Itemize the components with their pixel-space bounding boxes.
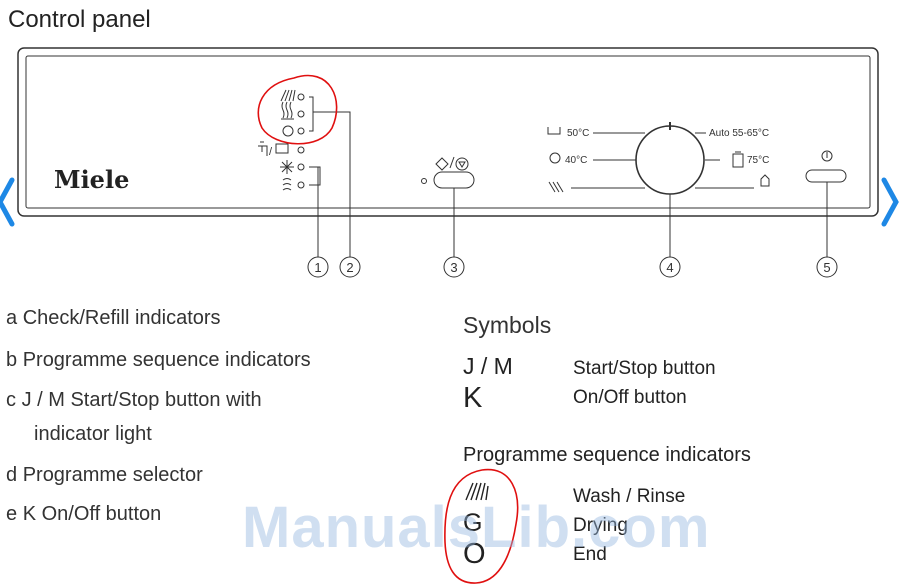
legend-item-c-cont: indicator light: [34, 423, 152, 445]
tap-salt-icon: /: [258, 141, 289, 158]
sequence-led-2: [297, 110, 305, 118]
start-stop-group: [421, 156, 475, 257]
callout-5-label: 5: [823, 260, 830, 275]
wash-rinse-icon: [280, 89, 296, 102]
callout-3-label: 3: [450, 260, 457, 275]
callout-4: [659, 256, 681, 278]
legend-item-d: d Programme selector: [6, 464, 203, 486]
check-led-1: [297, 146, 305, 154]
end-icon: [282, 125, 294, 137]
wash-rinse-icon: [465, 482, 489, 501]
sequence-desc-drying: Drying: [573, 515, 628, 536]
economy-icon: [549, 152, 561, 164]
callout-2-label: 2: [346, 260, 353, 275]
rinse-icon: [548, 181, 564, 193]
callout-4-label: 4: [666, 260, 673, 275]
legend-item-e: e K On/Off button: [6, 503, 162, 525]
callout-3: [443, 256, 465, 278]
svg-text:/: /: [269, 146, 273, 158]
universal-icon: [547, 127, 561, 135]
sequence-key-drying: G: [463, 509, 483, 537]
control-panel-diagram: Miele /: [17, 47, 879, 278]
selector-label-50: 50°C: [567, 128, 589, 139]
filter-icon: [282, 178, 292, 191]
rinse-aid-icon: [280, 160, 294, 174]
start-stop-led: [421, 178, 427, 184]
legend-item-b: b Programme sequence indicators: [6, 349, 311, 371]
legend-item-a: a Check/Refill indicators: [6, 307, 221, 329]
symbol-desc-on-off: On/Off button: [573, 387, 687, 408]
check-led-2: [297, 163, 305, 171]
selector-label-auto: Auto 55-65°C: [709, 128, 769, 139]
symbols-title: Symbols: [463, 312, 552, 338]
drying-icon: [281, 101, 294, 120]
selector-label-40: 40°C: [565, 155, 587, 166]
callout-1-label: 1: [314, 260, 321, 275]
watermark: ManualsLib.com: [242, 495, 711, 560]
annotation-circle-bottom: [444, 468, 519, 584]
callout-1: [307, 256, 329, 278]
pots-icon: [732, 151, 744, 168]
annotation-circle-top: [257, 74, 338, 145]
page-title: Control panel: [8, 6, 151, 33]
legend-item-c: c J / M Start/Stop button with: [6, 389, 262, 411]
check-led-3: [297, 181, 305, 189]
programme-selector: [547, 122, 770, 257]
symbol-desc-start-stop: Start/Stop button: [573, 358, 716, 379]
callout-5: [816, 256, 838, 278]
sequence-led-3: [297, 127, 305, 135]
sequence-title: Programme sequence indicators: [463, 444, 751, 466]
stop-icon: [455, 157, 469, 171]
symbol-key-start-stop: J / M: [463, 353, 513, 379]
pre-wash-icon: [760, 174, 770, 187]
power-icon: [821, 150, 833, 162]
sequence-indicators: [280, 89, 351, 257]
sequence-led-1: [297, 93, 305, 101]
sequence-key-end: O: [463, 538, 486, 570]
start-icon: [435, 157, 449, 171]
panel-inner-outline: [25, 55, 871, 209]
callout-2: [339, 256, 361, 278]
sequence-desc-wash: Wash / Rinse: [573, 486, 686, 507]
check-refill-indicators: /: [258, 141, 321, 257]
prev-page-arrow-icon[interactable]: [0, 172, 16, 232]
panel-outline: [17, 47, 879, 217]
on-off-group: [805, 150, 847, 257]
sequence-desc-end: End: [573, 544, 607, 565]
on-off-button-shape: [805, 169, 847, 183]
brand-logo: Miele: [54, 165, 129, 194]
next-page-arrow-icon[interactable]: [880, 172, 902, 232]
symbol-key-on-off: K: [463, 382, 483, 414]
selector-label-75: 75°C: [747, 155, 769, 166]
